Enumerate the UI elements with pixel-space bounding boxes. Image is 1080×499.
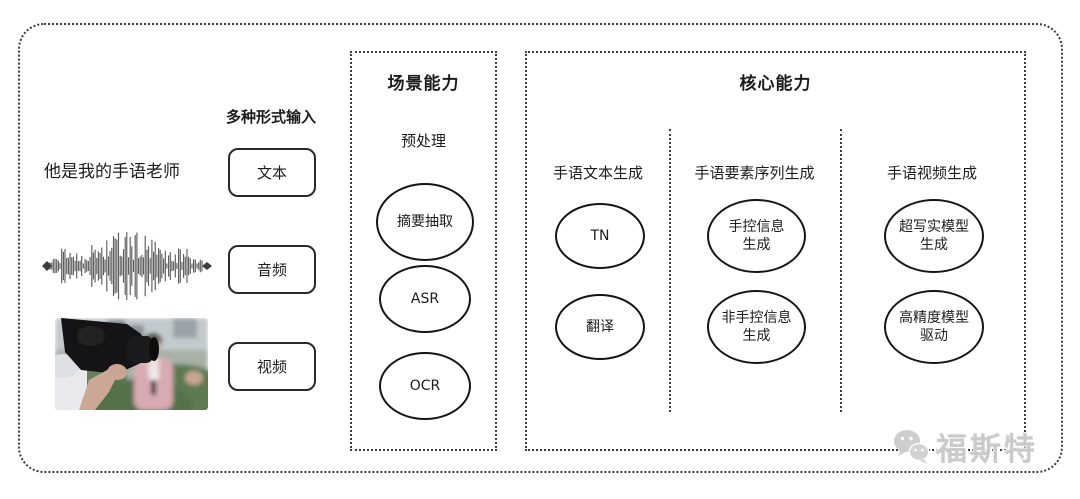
- column-label-video-generation: 手语视频生成: [886, 164, 977, 182]
- input-type-text-box: 文本: [228, 148, 316, 197]
- scene-box-title: 场景能力: [387, 74, 460, 94]
- node-manual-info-generation: 手控信息 生成: [707, 199, 806, 273]
- input-section-heading: 多种形式输入: [225, 108, 316, 126]
- scene-capability-box: 场景能力 预处理 摘要抽取 ASR OCR: [350, 51, 497, 451]
- node-summary-extraction: 摘要抽取: [376, 183, 474, 261]
- input-type-audio-label: 音频: [256, 261, 287, 279]
- core-box-title: 核心能力: [739, 74, 812, 94]
- reporter-video-photo: [55, 318, 208, 410]
- column-divider-2: [840, 129, 842, 412]
- sample-input-text: 他是我的手语老师: [44, 162, 180, 182]
- column-label-text-generation: 手语文本生成: [552, 164, 643, 182]
- column-label-element-sequence-generation: 手语要素序列生成: [694, 164, 815, 182]
- input-type-audio-box: 音频: [228, 245, 316, 294]
- node-asr: ASR: [379, 265, 471, 333]
- watermark: 福斯特: [891, 424, 1038, 469]
- outer-dotted-border: [18, 23, 1063, 473]
- column-divider-1: [669, 129, 671, 412]
- input-type-video-box: 视频: [228, 342, 316, 391]
- core-capability-box: 核心能力 手语文本生成 TN 翻译 手语要素序列生成 手控信息 生成 非手控信息…: [525, 51, 1026, 451]
- node-ocr: OCR: [379, 352, 471, 420]
- node-high-precision-model-driving: 高精度模型 驱动: [884, 290, 984, 364]
- audio-waveform-icon: [42, 232, 212, 300]
- node-hyperrealistic-model-generation: 超写实模型 生成: [884, 199, 984, 273]
- node-tn: TN: [555, 203, 645, 269]
- input-type-video-label: 视频: [256, 358, 287, 376]
- node-translation: 翻译: [555, 294, 645, 360]
- input-type-text-label: 文本: [256, 164, 287, 182]
- node-non-manual-info-generation: 非手控信息 生成: [707, 290, 806, 364]
- wechat-icon: [894, 429, 930, 464]
- watermark-text: 福斯特: [936, 432, 1038, 468]
- scene-box-subtitle: 预处理: [400, 132, 446, 150]
